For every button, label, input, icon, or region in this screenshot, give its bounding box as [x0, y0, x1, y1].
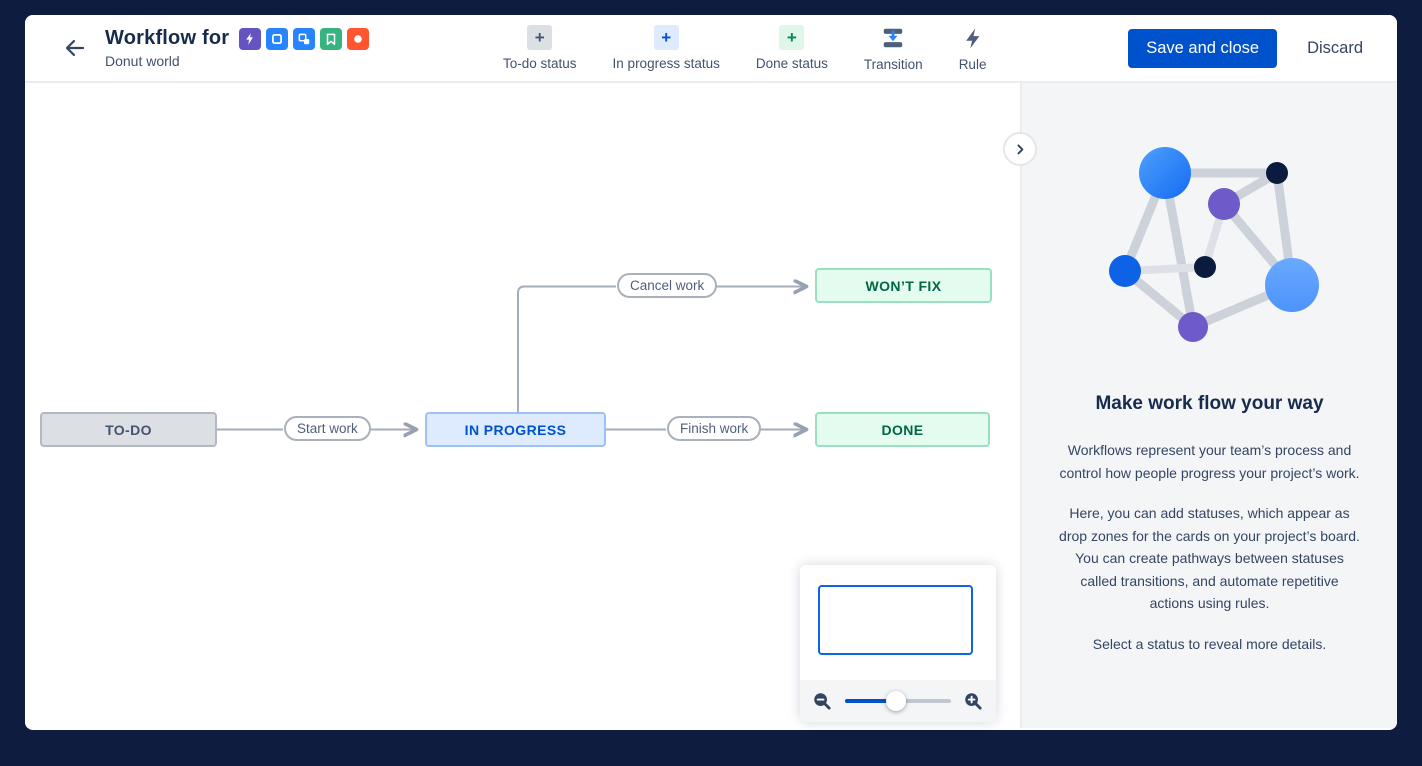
minimap-viewport[interactable] — [818, 585, 973, 655]
save-and-close-button[interactable]: Save and close — [1128, 28, 1278, 68]
app-window: Workflow for — [25, 15, 1397, 730]
title-block: Workflow for — [105, 27, 370, 69]
issue-type-icons — [239, 27, 370, 50]
top-bar: Workflow for — [25, 15, 1397, 83]
discard-button[interactable]: Discard — [1299, 33, 1371, 64]
back-button[interactable] — [57, 30, 93, 66]
plus-icon: + — [653, 25, 679, 50]
add-inprogress-status-button[interactable]: + In progress status — [613, 23, 720, 73]
add-todo-status-button[interactable]: + To-do status — [503, 23, 577, 73]
add-done-status-button[interactable]: + Done status — [756, 23, 828, 73]
node-purple-bottom — [1177, 312, 1208, 342]
transition-pill-cancel-work[interactable]: Cancel work — [617, 273, 718, 298]
back-arrow-icon — [65, 39, 85, 57]
status-node-wont-fix[interactable]: WON’T FIX — [815, 268, 992, 303]
zoom-bar — [800, 680, 996, 722]
plus-icon: + — [527, 25, 553, 50]
add-transition-button[interactable]: Transition — [864, 23, 923, 74]
chevron-right-icon — [1017, 144, 1024, 155]
network-illustration — [1108, 147, 1319, 342]
zoom-slider-fill — [845, 699, 896, 703]
zoom-out-icon[interactable] — [813, 692, 832, 711]
transition-pill-finish-work[interactable]: Finish work — [667, 416, 762, 441]
node-navy-small — [1265, 162, 1288, 184]
editor-body: TO-DO IN PROGRESS DONE WON’T FIX Start w… — [25, 83, 1397, 728]
status-node-in-progress[interactable]: IN PROGRESS — [425, 412, 606, 447]
sidebar-paragraph-3: Select a status to reveal more details. — [1092, 635, 1327, 652]
node-blue-large — [1138, 147, 1191, 199]
bug-icon — [347, 27, 370, 50]
task-icon — [266, 27, 289, 50]
story-icon — [320, 27, 343, 50]
transition-icon — [880, 25, 906, 51]
sidebar-paragraph-2: Here, you can add statuses, which appear… — [1059, 505, 1360, 611]
collapse-panel-button[interactable] — [1003, 132, 1037, 166]
status-node-todo[interactable]: TO-DO — [40, 412, 217, 447]
workflow-canvas[interactable]: TO-DO IN PROGRESS DONE WON’T FIX Start w… — [25, 83, 1020, 728]
lightning-icon — [960, 25, 986, 51]
plus-icon: + — [779, 25, 805, 50]
node-purple — [1207, 188, 1240, 220]
subtask-icon — [293, 27, 316, 50]
workflow-subtitle: Donut world — [105, 53, 180, 69]
epic-icon — [239, 27, 262, 50]
editor-toolbar: + To-do status + In progress status + Do… — [503, 15, 986, 81]
zoom-slider-handle[interactable] — [885, 691, 906, 711]
info-sidebar: Make work flow your way Workflows repres… — [1020, 83, 1397, 728]
transition-pill-start-work[interactable]: Start work — [284, 416, 371, 441]
header-actions: Save and close Discard — [1128, 15, 1371, 81]
transition-connectors — [217, 83, 1020, 728]
node-lightblue-large — [1264, 258, 1319, 312]
sidebar-paragraph-1: Workflows represent your team’s process … — [1059, 442, 1360, 481]
status-node-done[interactable]: DONE — [815, 412, 990, 447]
page-title: Workflow for — [105, 27, 230, 49]
sidebar-heading: Make work flow your way — [1095, 393, 1324, 414]
zoom-slider[interactable] — [845, 691, 951, 711]
minimap — [800, 565, 996, 722]
node-navy-center — [1193, 256, 1216, 278]
node-blue-medium — [1108, 255, 1141, 287]
zoom-in-icon[interactable] — [964, 692, 983, 711]
add-rule-button[interactable]: Rule — [959, 23, 986, 74]
header-left: Workflow for — [57, 15, 370, 81]
